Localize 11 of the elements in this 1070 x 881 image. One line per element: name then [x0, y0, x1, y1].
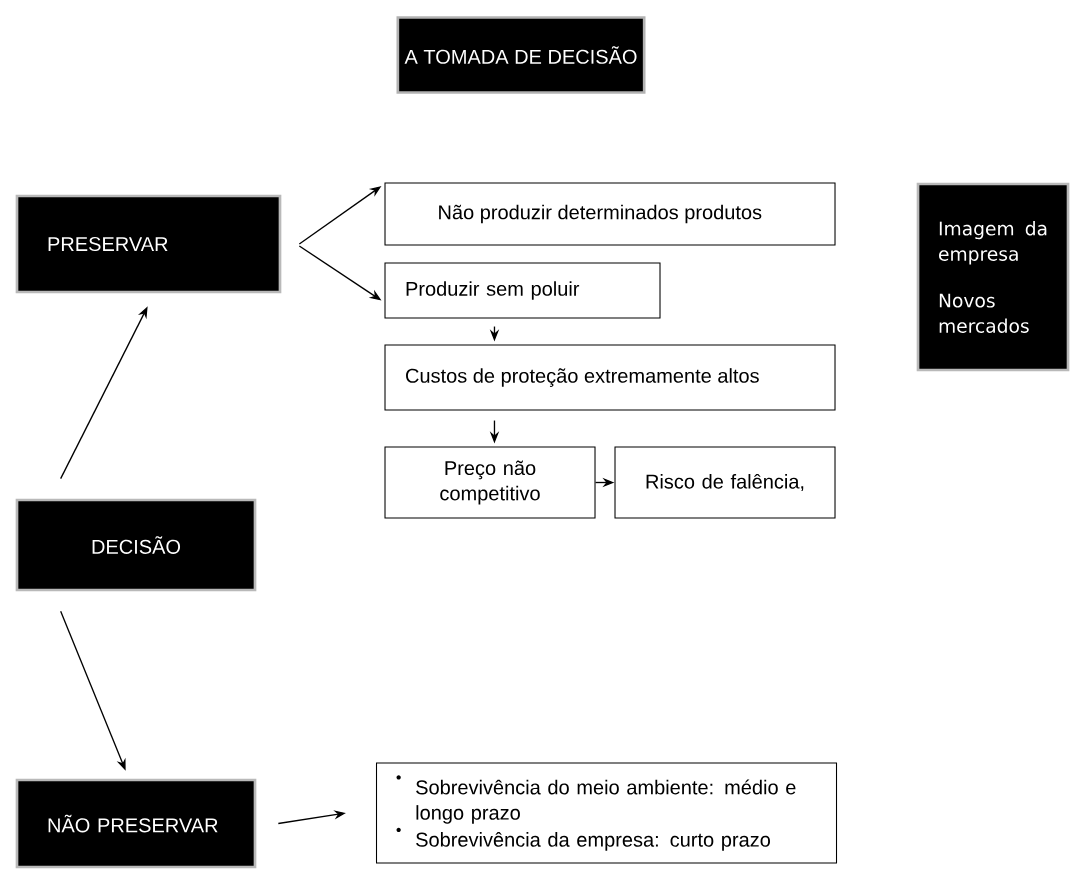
process-box: Produzir sem poluir [384, 262, 661, 319]
process-box: Não produzir determinados produtos [384, 182, 836, 246]
label-box: PRESERVAR [15, 194, 282, 294]
process-box: Sobrevivência do meio ambiente: médio e longo prazo Sobrevivência da empresa: curto prazo [375, 762, 838, 864]
process-box: Preço não competitivo [384, 446, 596, 519]
title-box: A TOMADA DE DECISÃO [396, 16, 646, 94]
label-box: NÃO PRESERVAR [15, 778, 257, 869]
process-box: Custos de proteção extremamente altos [384, 344, 836, 411]
label-box: DECISÃO [15, 498, 257, 592]
label-box: Imagem da empresa Novos mercados [916, 182, 1070, 372]
process-box: Risco de falência, [614, 446, 836, 519]
